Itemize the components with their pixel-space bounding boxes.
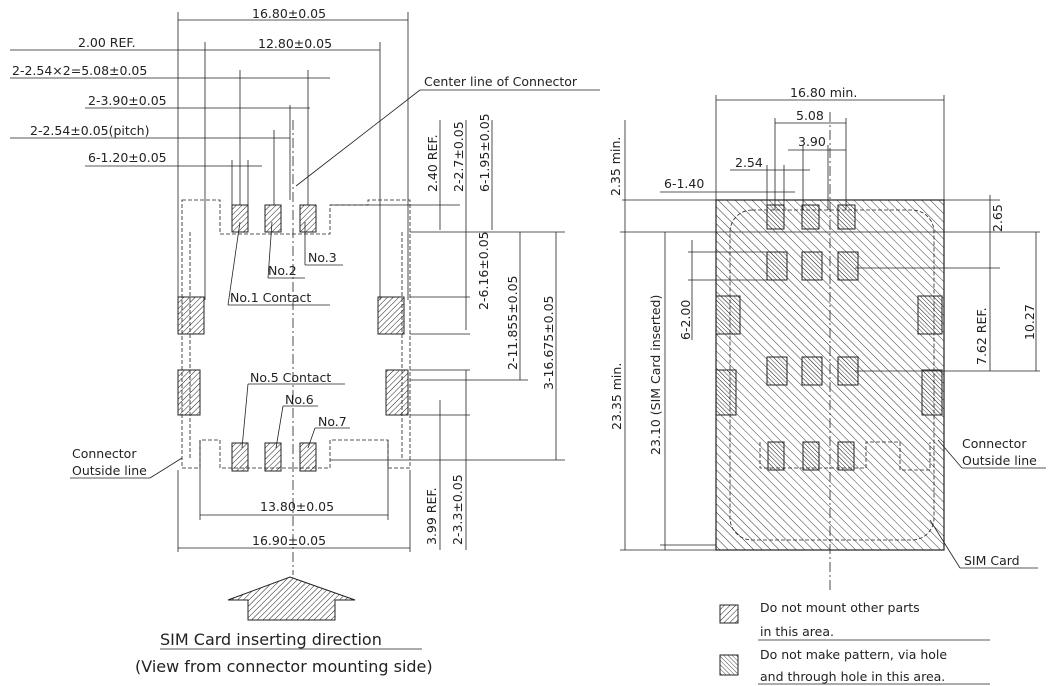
legend: Do not mount other parts in this area. D… xyxy=(719,600,990,685)
pad-r4-2 xyxy=(802,441,820,471)
right-lug-bottom-right xyxy=(921,369,943,416)
label-center-line: Center line of Connector xyxy=(424,74,578,89)
dim-2310: 23.10 (SIM Card inserted) xyxy=(648,295,663,455)
legend-item2-line1: Do not make pattern, via hole xyxy=(760,647,947,662)
dim-pitch-x2: 2-2.54×2=5.08±0.05 xyxy=(12,63,147,78)
dim-ref-762: 7.62 REF. xyxy=(974,307,989,365)
dim-195: 6-1.95±0.05 xyxy=(477,113,492,192)
contact-1 xyxy=(231,204,249,233)
dim-508: 5.08 xyxy=(796,108,824,123)
legend-item1-line2: in this area. xyxy=(760,624,834,639)
left-bottom-dim-lines xyxy=(177,440,411,552)
pad-r4-3 xyxy=(837,441,855,471)
right-label-connector-2: Outside line xyxy=(962,453,1037,468)
right-label-connector-1: Connector xyxy=(962,436,1027,451)
dim-254: 2.54 xyxy=(735,155,763,170)
pad-r4-1 xyxy=(767,441,785,471)
contact-6 xyxy=(264,442,282,472)
left-contact-leaders xyxy=(70,221,350,479)
dim-1027: 10.27 xyxy=(1022,304,1037,340)
right-dim-lines xyxy=(620,95,1046,569)
dim-200: 6-2.00 xyxy=(678,300,693,340)
contact-5 xyxy=(231,442,249,472)
label-connector-2: Outside line xyxy=(72,463,147,478)
dim-min-1680: 16.80 min. xyxy=(790,85,857,100)
label-no3: No.3 xyxy=(308,250,337,265)
dim-width-total: 16.80±0.05 xyxy=(252,6,326,21)
right-lug-top-right xyxy=(917,295,943,335)
right-view: 16.80 min. 5.08 3.90 2.54 6-1.40 2.35 mi… xyxy=(608,85,1046,590)
pad-r2-3 xyxy=(837,251,859,281)
pad-r1-1 xyxy=(766,204,785,230)
left-connector-outline xyxy=(181,199,411,469)
dim-contact-w: 6-1.20±0.05 xyxy=(88,150,167,165)
dim-ref-240: 2.40 REF. xyxy=(425,134,440,192)
label-sim-card: SIM Card xyxy=(964,553,1020,568)
contact-2 xyxy=(264,204,282,233)
right-lug-top-left xyxy=(715,295,741,335)
dim-140: 6-1.40 xyxy=(664,176,704,191)
contact-3 xyxy=(299,204,317,233)
dim-616: 2-6.16±0.05 xyxy=(476,231,491,310)
dim-min-2335: 23.35 min. xyxy=(609,363,624,430)
dim-width-1690: 16.90±0.05 xyxy=(252,533,326,548)
legend-item2-line2: and through hole in this area. xyxy=(760,669,945,684)
view-label: (View from connector mounting side) xyxy=(135,657,433,676)
lug-bottom-left xyxy=(177,369,201,416)
dim-27: 2-2.7±0.05 xyxy=(451,121,466,192)
label-no7: No.7 xyxy=(318,414,347,429)
direction-label: SIM Card inserting direction xyxy=(160,630,382,649)
legend-swatch-no-pattern xyxy=(719,654,739,676)
lug-bottom-right xyxy=(385,369,409,416)
label-no5: No.5 Contact xyxy=(250,370,331,385)
label-no1: No.1 Contact xyxy=(230,290,311,305)
pad-r1-2 xyxy=(801,204,820,230)
dim-390: 3.90 xyxy=(798,134,826,149)
pad-r2-1 xyxy=(766,251,788,281)
dim-pitch: 2-2.54±0.05(pitch) xyxy=(30,123,149,138)
legend-item1-line1: Do not mount other parts xyxy=(760,600,920,615)
dim-ref-200: 2.00 REF. xyxy=(78,35,136,50)
lug-top-right xyxy=(377,296,405,335)
contact-7 xyxy=(299,442,317,472)
dim-width-1380: 13.80±0.05 xyxy=(260,499,334,514)
insert-direction-arrow xyxy=(227,576,356,621)
label-no2: No.2 xyxy=(268,263,297,278)
pad-r2-2 xyxy=(801,251,823,281)
dim-min-235: 2.35 min. xyxy=(608,137,623,196)
left-top-dim-lines xyxy=(10,12,600,300)
pad-r3-1 xyxy=(766,356,788,386)
dim-w-390: 2-3.90±0.05 xyxy=(88,93,167,108)
dim-width-inner: 12.80±0.05 xyxy=(258,36,332,51)
label-connector-1: Connector xyxy=(72,446,137,461)
pad-r1-3 xyxy=(837,204,856,230)
pad-r3-2 xyxy=(801,356,823,386)
right-lug-bottom-left xyxy=(715,369,737,416)
left-view: 16.80±0.05 2.00 REF. 12.80±0.05 2-2.54×2… xyxy=(10,6,600,676)
dim-11855: 2-11.855±0.05 xyxy=(505,275,520,370)
dim-16675: 3-16.675±0.05 xyxy=(541,295,556,390)
left-right-dim-lines xyxy=(330,120,565,550)
dim-33: 2-3.3±0.05 xyxy=(450,474,465,545)
dim-265: 2.65 xyxy=(990,204,1005,232)
legend-swatch-no-mount xyxy=(719,604,739,624)
lug-top-left xyxy=(177,296,205,335)
dim-ref-399: 3.99 REF. xyxy=(424,487,439,545)
label-no6: No.6 xyxy=(285,392,314,407)
